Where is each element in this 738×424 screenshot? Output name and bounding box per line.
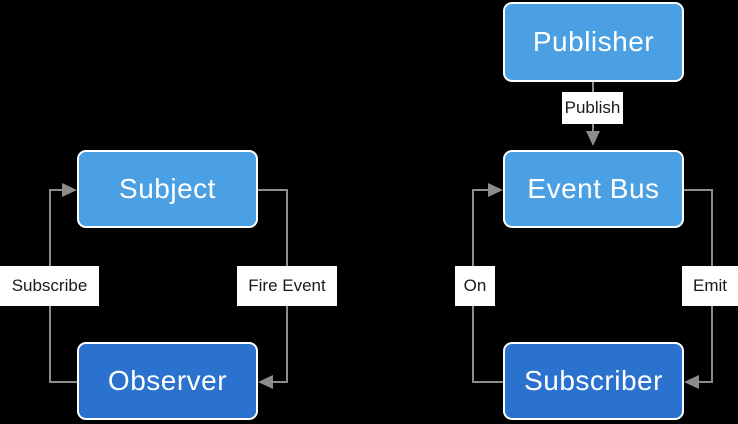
- on-edge-line-bottom: [472, 381, 503, 383]
- fire-event-edge-line-bottom: [273, 381, 288, 383]
- node-subject: Subject: [77, 150, 258, 228]
- fire-event-edge-line-top: [258, 189, 288, 191]
- node-publisher-label: Publisher: [532, 26, 655, 57]
- node-subscriber: Subscriber: [503, 342, 684, 420]
- node-subject-label: Subject: [119, 173, 216, 204]
- emit-arrowhead: [684, 375, 699, 389]
- subscribe-edge-line-bottom: [49, 381, 77, 383]
- node-observer-label: Observer: [107, 365, 228, 396]
- on-edge-line-top: [472, 189, 488, 191]
- node-event-bus: Event Bus: [503, 150, 684, 228]
- subscribe-edge-line-top: [49, 189, 63, 191]
- edge-label-emit: Emit: [682, 266, 738, 306]
- publish-arrowhead: [586, 131, 600, 146]
- node-subscriber-label: Subscriber: [524, 365, 663, 396]
- edge-label-subscribe: Subscribe: [0, 266, 99, 306]
- edge-label-fire-event: Fire Event: [237, 266, 337, 306]
- subscribe-arrowhead: [62, 183, 77, 197]
- node-publisher: Publisher: [503, 2, 684, 82]
- edge-label-publish: Publish: [562, 92, 623, 124]
- fire-event-arrowhead: [258, 375, 273, 389]
- node-event-bus-label: Event Bus: [527, 173, 660, 204]
- on-arrowhead: [488, 183, 503, 197]
- edge-label-on: On: [455, 266, 495, 306]
- emit-edge-line-bottom: [699, 381, 713, 383]
- emit-edge-line-top: [684, 189, 713, 191]
- node-observer: Observer: [77, 342, 258, 420]
